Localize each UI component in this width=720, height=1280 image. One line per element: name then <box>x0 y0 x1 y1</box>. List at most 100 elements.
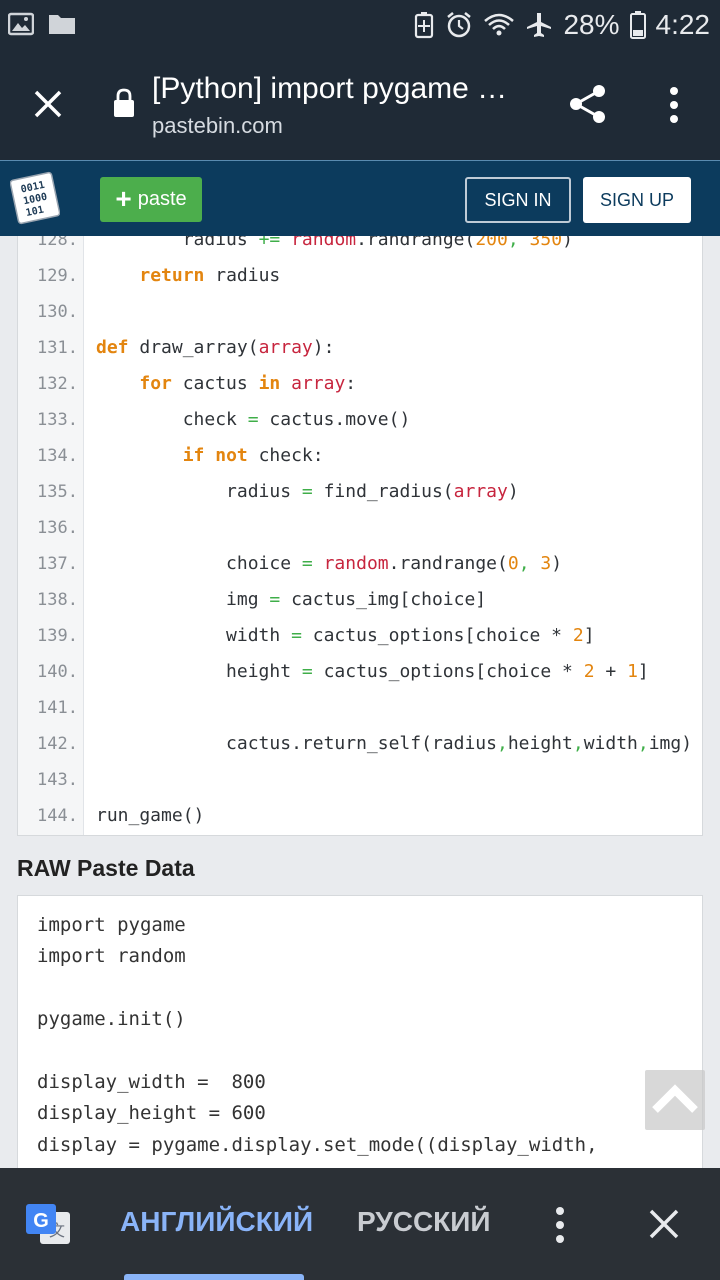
selected-tab-indicator <box>124 1274 304 1280</box>
code-token: check <box>96 409 248 430</box>
code-token: 0 <box>507 553 519 574</box>
share-icon[interactable] <box>568 83 608 125</box>
code-line: 141. <box>18 690 702 726</box>
code-token: , <box>496 733 508 754</box>
line-number: 143. <box>37 770 78 790</box>
raw-line: display_width = 800 <box>37 1071 266 1093</box>
code-token <box>96 445 183 466</box>
code-token: = <box>291 625 302 646</box>
close-icon[interactable] <box>28 84 68 124</box>
line-number: 135. <box>37 482 78 502</box>
page-host[interactable]: pastebin.com <box>152 113 283 138</box>
code-text: for cactus in array: <box>96 366 356 402</box>
code-token: check: <box>247 445 324 466</box>
code-token: ] <box>637 661 649 682</box>
new-paste-button[interactable]: + paste <box>100 177 202 222</box>
scroll-to-top-button[interactable] <box>645 1070 705 1130</box>
code-token: * <box>562 661 573 682</box>
code-text: def draw_array(array): <box>96 330 334 366</box>
line-number: 130. <box>37 302 78 322</box>
line-number: 131. <box>37 338 78 358</box>
plus-icon: + <box>115 182 132 214</box>
raw-line: display = pygame.display.set_mode((displ… <box>37 1133 598 1156</box>
code-line: 144.run_game() <box>18 798 702 834</box>
code-token: cactus.return_self(radius <box>96 733 497 754</box>
code-line: 142. cactus.return_self(radius,height,wi… <box>18 726 702 762</box>
code-listing: 128. radius += random.randrange(200, 350… <box>17 236 703 836</box>
code-token: : <box>345 373 357 394</box>
code-token: .randrange( <box>356 236 476 250</box>
code-token <box>204 445 215 466</box>
code-token: , <box>518 553 541 574</box>
more-options-icon[interactable] <box>668 86 680 124</box>
line-number: 137. <box>37 554 78 574</box>
code-text: img = cactus_img[choice] <box>96 582 486 618</box>
code-token: array <box>291 373 346 394</box>
code-line: 140. height = cactus_options[choice * 2 … <box>18 654 702 690</box>
sign-up-button[interactable]: SIGN UP <box>583 177 691 223</box>
line-number: 142. <box>37 734 78 754</box>
line-number: 140. <box>37 662 78 682</box>
translate-close-icon[interactable] <box>648 1208 680 1240</box>
code-token: width <box>583 733 638 754</box>
code-text: radius += random.randrange(200, 350) <box>96 236 573 258</box>
source-language-tab[interactable]: АНГЛИЙСКИЙ <box>120 1206 314 1237</box>
code-token: += <box>258 236 281 250</box>
svg-text:G: G <box>33 1210 49 1232</box>
code-token: array <box>453 481 508 502</box>
code-text: return radius <box>96 258 280 294</box>
wifi-icon <box>484 13 515 36</box>
line-number: 138. <box>37 590 78 610</box>
code-token: ) <box>562 236 573 250</box>
pastebin-logo[interactable]: 0011 1000 101 <box>10 171 60 225</box>
status-bar: 28% 4:22 <box>0 0 720 50</box>
code-token: if <box>182 445 205 466</box>
page-title[interactable]: [Python] import pygame … <box>152 72 508 105</box>
code-text: check = cactus.move() <box>96 402 411 438</box>
line-number: 129. <box>37 266 78 286</box>
code-line: 143. <box>18 762 702 798</box>
code-token: .randrange( <box>388 553 508 574</box>
line-number: 141. <box>37 698 78 718</box>
code-token: radius <box>96 236 259 250</box>
code-token: 200 <box>475 236 508 250</box>
paste-button-label: paste <box>137 188 187 210</box>
code-token: * <box>551 625 563 646</box>
code-line: 138. img = cactus_img[choice] <box>18 582 702 618</box>
code-token: img) <box>648 733 693 754</box>
code-token: find_radius( <box>312 481 454 502</box>
alarm-icon <box>447 12 472 38</box>
code-token: return <box>139 265 205 286</box>
code-token: 3 <box>540 553 552 574</box>
browser-toolbar: [Python] import pygame … pastebin.com <box>0 50 720 160</box>
code-token: choice <box>96 553 302 574</box>
code-token <box>573 661 584 682</box>
code-token: random <box>323 553 389 574</box>
translate-more-icon[interactable] <box>554 1206 566 1244</box>
line-number: 136. <box>37 518 78 538</box>
battery-saver-icon <box>415 12 434 39</box>
code-token <box>313 553 324 574</box>
code-line: 130. <box>18 294 702 330</box>
code-token <box>595 661 606 682</box>
code-text: height = cactus_options[choice * 2 + 1] <box>96 654 649 690</box>
code-text: choice = random.randrange(0, 3) <box>96 546 562 582</box>
raw-line: pygame.init() <box>37 1008 186 1031</box>
code-token: array <box>258 337 313 358</box>
lock-icon <box>114 88 134 117</box>
code-token: 2 <box>583 661 595 682</box>
line-number: 134. <box>37 446 78 466</box>
code-token: height <box>96 661 302 682</box>
google-translate-icon[interactable]: 文 G <box>24 1202 72 1246</box>
code-token <box>562 625 573 646</box>
code-token <box>96 373 139 394</box>
code-token: ) <box>507 481 519 502</box>
sign-in-button[interactable]: SIGN IN <box>465 177 571 223</box>
code-token <box>280 373 291 394</box>
code-token: cactus_options[choice <box>301 625 552 646</box>
target-language-tab[interactable]: РУССКИЙ <box>357 1206 491 1237</box>
code-text: run_game() <box>96 798 204 834</box>
line-number: 133. <box>37 410 78 430</box>
battery-percent: 28% <box>563 9 620 40</box>
